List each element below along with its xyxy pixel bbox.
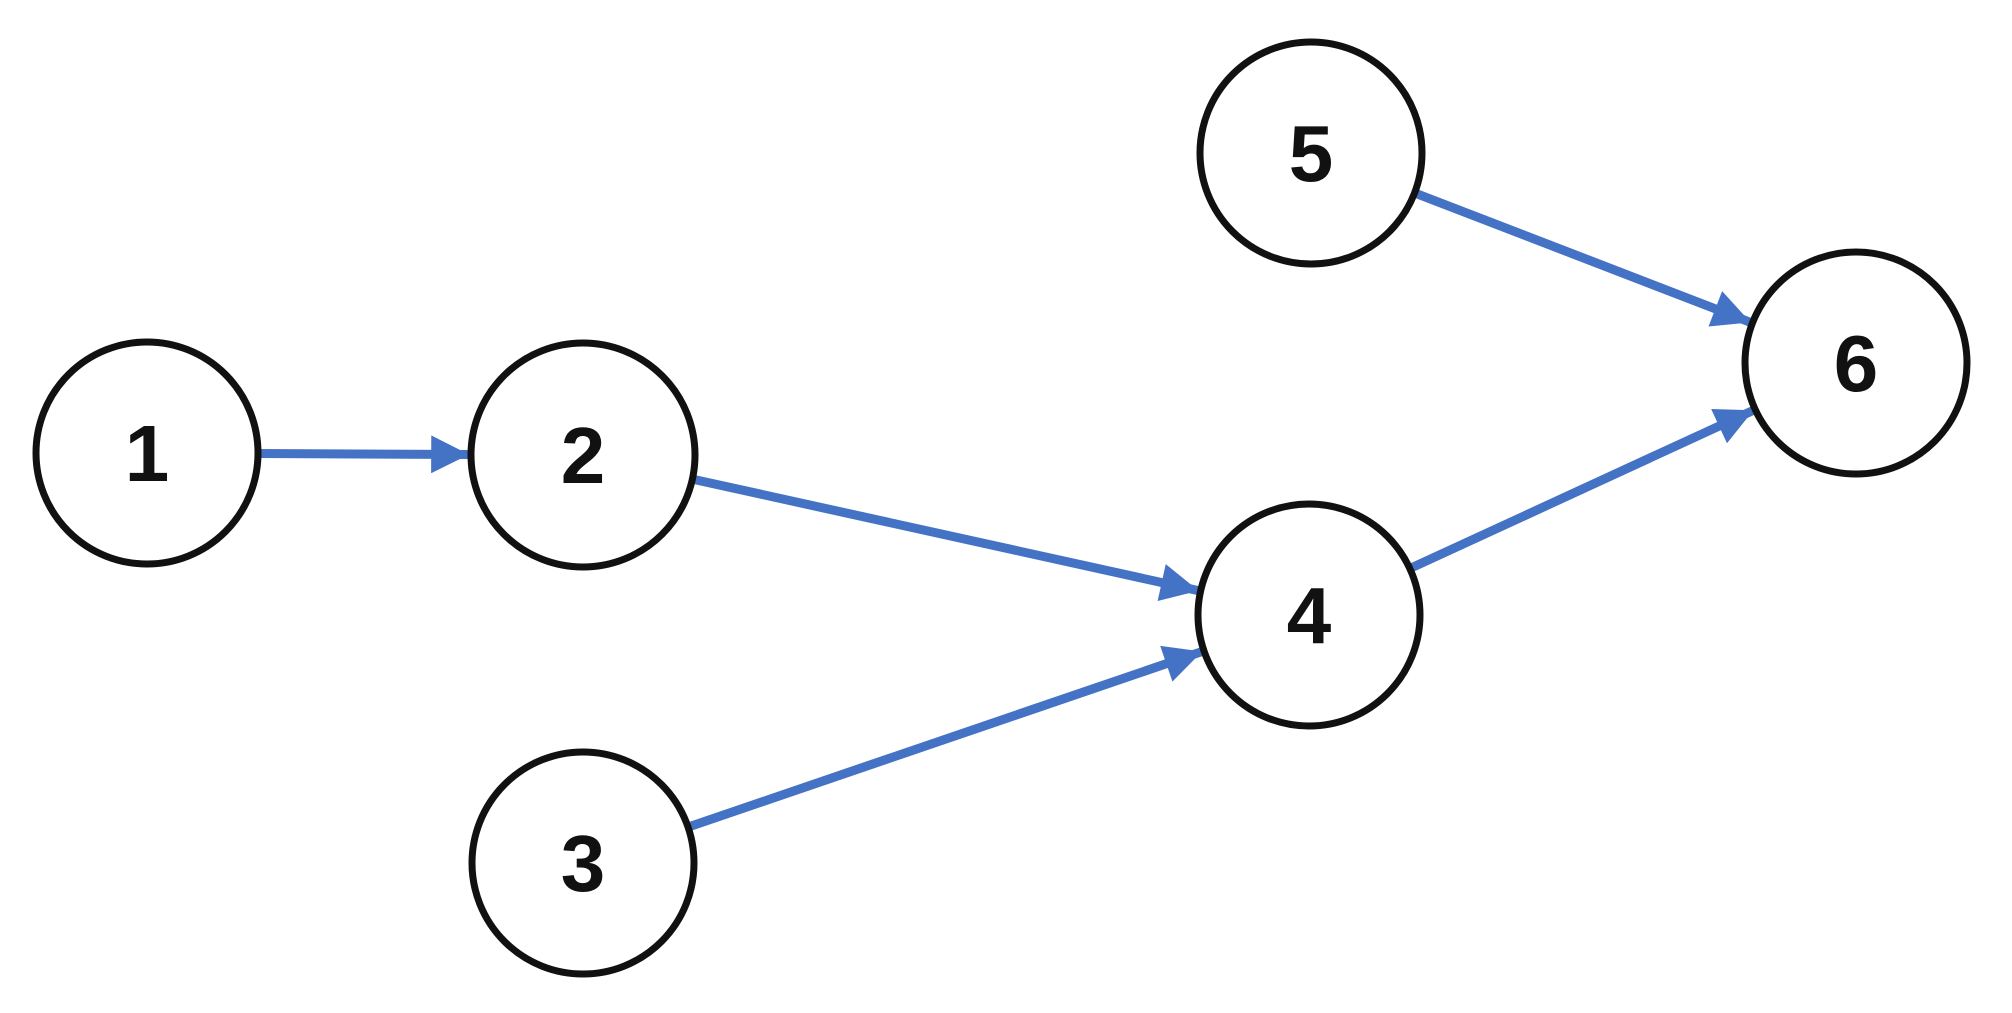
node-label-4: 4 [1287, 571, 1332, 660]
nodes-layer: 1 2 3 4 5 6 [32, 38, 1971, 978]
edge-3-4 [686, 645, 1204, 832]
node-3: 3 [468, 748, 698, 978]
node-circle-4 [1194, 500, 1424, 730]
node-4: 4 [1194, 500, 1424, 730]
node-label-5: 5 [1289, 109, 1334, 198]
edge-4-6 [1407, 406, 1756, 573]
node-5: 5 [1196, 38, 1426, 268]
edge-2-4 [691, 474, 1200, 602]
node-circle-2 [467, 339, 699, 571]
node-label-2: 2 [561, 411, 606, 500]
node-label-6: 6 [1834, 319, 1879, 408]
edge-1-2 [257, 435, 470, 474]
node-2: 2 [467, 339, 699, 571]
node-circle-3 [468, 748, 698, 978]
node-circle-6 [1741, 248, 1971, 478]
node-1: 1 [32, 338, 262, 568]
edges-layer [257, 188, 1756, 832]
node-6: 6 [1741, 248, 1971, 478]
node-circle-5 [1196, 38, 1426, 268]
edge-5-6 [1412, 188, 1753, 327]
node-label-1: 1 [125, 409, 170, 498]
node-circle-1 [32, 338, 262, 568]
node-label-3: 3 [561, 819, 606, 908]
